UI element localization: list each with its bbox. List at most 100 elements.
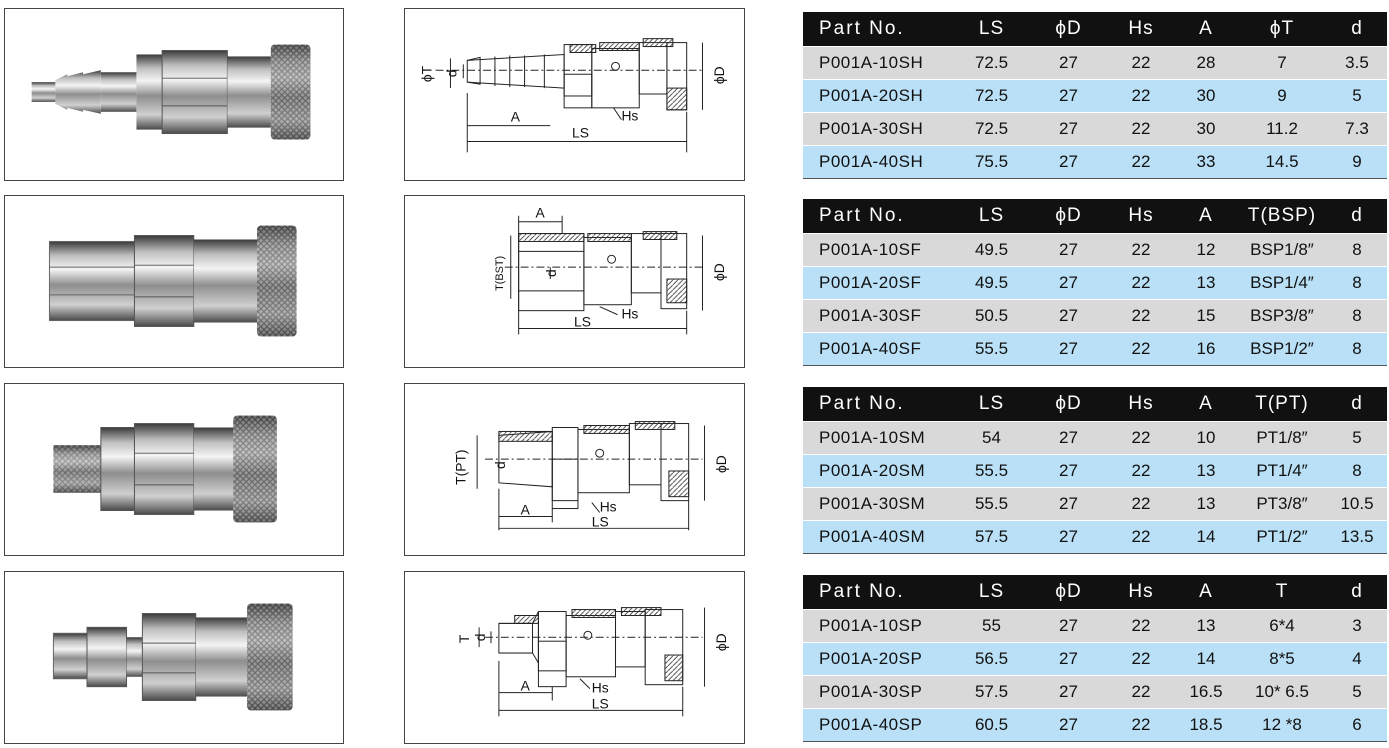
cell-ls: 49.5 (953, 233, 1030, 267)
header-t: ϕT (1237, 12, 1327, 47)
cell-t: PT3/8″ (1237, 487, 1327, 521)
cell-ls: 72.5 (953, 79, 1030, 113)
cell-d: 8 (1327, 233, 1387, 267)
header-a: A (1175, 575, 1237, 610)
cell-ls: 55.5 (953, 487, 1030, 521)
cell-part-no: P001A-40SF (803, 332, 953, 366)
cell-part-no: P001A-40SP (803, 708, 953, 742)
cell-ls: 54 (953, 421, 1030, 455)
cell-hs: 22 (1107, 454, 1175, 488)
cell-hs: 22 (1107, 487, 1175, 521)
header-a: A (1175, 199, 1237, 234)
header-ls: LS (953, 12, 1030, 47)
header-t: T(PT) (1237, 387, 1327, 422)
cell-d: 13.5 (1327, 520, 1387, 554)
cell-a: 13 (1175, 487, 1237, 521)
drawing-label-hs: Hs (592, 680, 609, 696)
cell-ls: 60.5 (953, 708, 1030, 742)
header-hs: Hs (1107, 199, 1175, 234)
cell-d: 4 (1327, 642, 1387, 676)
header-part-no: Part No. (803, 387, 953, 422)
cell-part-no: P001A-20SH (803, 79, 953, 113)
cell-d: 8 (1327, 332, 1387, 366)
cell-ls: 55.5 (953, 454, 1030, 488)
cell-t: 7 (1237, 46, 1327, 80)
cell-d: 9 (1327, 145, 1387, 179)
cell-a: 14 (1175, 642, 1237, 676)
drawing-label-d: d (472, 633, 488, 641)
cell-ls: 57.5 (953, 675, 1030, 709)
cell-a: 10 (1175, 421, 1237, 455)
cell-phi-d: 27 (1030, 233, 1107, 267)
drawing-label-phi-t: ϕT (419, 65, 435, 82)
cell-t: BSP1/2″ (1237, 332, 1327, 366)
drawing-label-phi-d: ϕD (711, 66, 727, 84)
technical-drawing-sf: A T(BST) d LS Hs ϕD (404, 195, 745, 368)
cell-part-no: P001A-30SM (803, 487, 953, 521)
cell-hs: 22 (1107, 79, 1175, 113)
drawing-label-hs: Hs (621, 108, 638, 124)
cell-a: 18.5 (1175, 708, 1237, 742)
cell-hs: 22 (1107, 112, 1175, 146)
cell-t: PT1/4″ (1237, 454, 1327, 488)
cell-ls: 55 (953, 609, 1030, 643)
drawing-label-d: d (492, 461, 508, 469)
drawing-label-phi-d: ϕD (713, 633, 729, 651)
cell-a: 16.5 (1175, 675, 1237, 709)
cell-a: 16 (1175, 332, 1237, 366)
hose-barb-coupler-image (31, 44, 311, 140)
header-phi-d: ϕD (1030, 387, 1107, 422)
cell-phi-d: 27 (1030, 421, 1107, 455)
drawing-label-ls: LS (592, 695, 609, 711)
cell-phi-d: 27 (1030, 332, 1107, 366)
cell-t: 6*4 (1237, 609, 1327, 643)
cell-a: 13 (1175, 454, 1237, 488)
spec-table-header: Part No. LS ϕD Hs A T(BSP) d (803, 199, 1387, 234)
cell-ls: 75.5 (953, 145, 1030, 179)
push-on-hose-coupler-drawing: T d A LS Hs ϕD (456, 607, 729, 717)
cell-hs: 22 (1107, 609, 1175, 643)
cell-t: 9 (1237, 79, 1327, 113)
cell-phi-d: 27 (1030, 675, 1107, 709)
header-phi-d: ϕD (1030, 575, 1107, 610)
cell-phi-d: 27 (1030, 266, 1107, 300)
header-d: d (1327, 387, 1387, 422)
cell-hs: 22 (1107, 675, 1175, 709)
cell-a: 13 (1175, 266, 1237, 300)
drawing-label-a: A (511, 109, 521, 125)
cell-d: 7.3 (1327, 112, 1387, 146)
cell-phi-d: 27 (1030, 520, 1107, 554)
cell-part-no: P001A-30SP (803, 675, 953, 709)
header-t: T(BSP) (1237, 199, 1327, 234)
cell-hs: 22 (1107, 520, 1175, 554)
cell-phi-d: 27 (1030, 487, 1107, 521)
cell-ls: 49.5 (953, 266, 1030, 300)
cell-hs: 22 (1107, 233, 1175, 267)
product-photo-push-on-hose (4, 571, 344, 744)
cell-phi-d: 27 (1030, 112, 1107, 146)
cell-phi-d: 27 (1030, 79, 1107, 113)
cell-part-no: P001A-20SM (803, 454, 953, 488)
product-photo-hose-barb (4, 8, 344, 181)
drawing-label-a: A (535, 205, 545, 221)
cell-a: 15 (1175, 299, 1237, 333)
cell-part-no: P001A-10SP (803, 609, 953, 643)
cell-phi-d: 27 (1030, 46, 1107, 80)
cell-t: BSP3/8″ (1237, 299, 1327, 333)
drawing-label-ls: LS (572, 124, 589, 140)
drawing-label-hs: Hs (600, 499, 617, 515)
cell-phi-d: 27 (1030, 145, 1107, 179)
cell-part-no: P001A-40SH (803, 145, 953, 179)
